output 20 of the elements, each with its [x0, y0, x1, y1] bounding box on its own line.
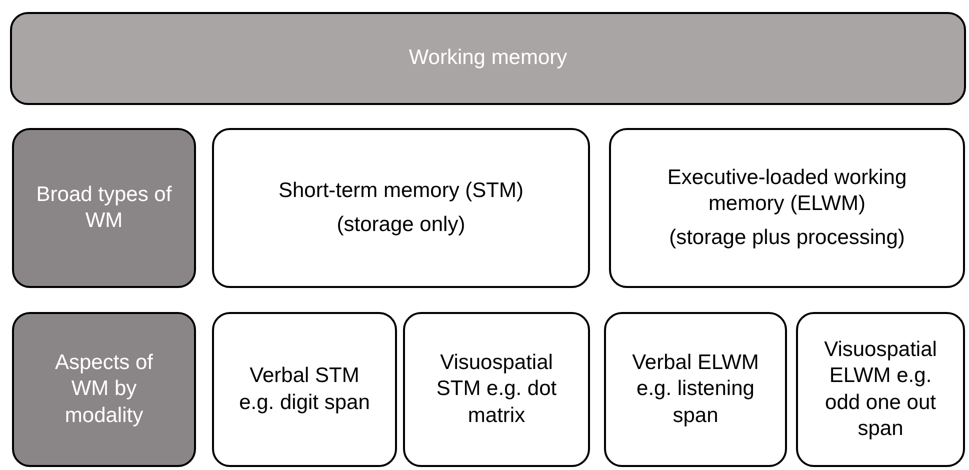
node-label: Visuospatial STM e.g. dot matrix — [435, 350, 558, 429]
node-label: Executive-loaded working memory (ELWM) — [666, 164, 908, 217]
node-label: Visuospatial ELWM e.g. odd one out span — [823, 337, 938, 442]
subtype-box — [212, 312, 397, 467]
category-box — [212, 128, 590, 288]
subtype-box — [604, 312, 787, 467]
node-label: Broad types of WM — [36, 182, 172, 234]
subtype-box — [796, 312, 965, 467]
node-label: Short-term memory (STM) — [278, 178, 524, 204]
row-label-box — [12, 128, 196, 288]
node-subtitle: (storage plus processing) — [669, 225, 905, 252]
node-subtitle: (storage only) — [336, 212, 466, 238]
node-label: Aspects of WM by modality — [54, 350, 154, 429]
node-label: Working memory — [408, 45, 568, 72]
node-label: Verbal ELWM e.g. listening span — [631, 350, 760, 429]
row-label-box — [12, 312, 196, 467]
subtype-box — [403, 312, 590, 467]
category-box — [609, 128, 965, 288]
header-band — [10, 12, 966, 105]
node-label: Verbal STM e.g. digit span — [238, 363, 371, 416]
